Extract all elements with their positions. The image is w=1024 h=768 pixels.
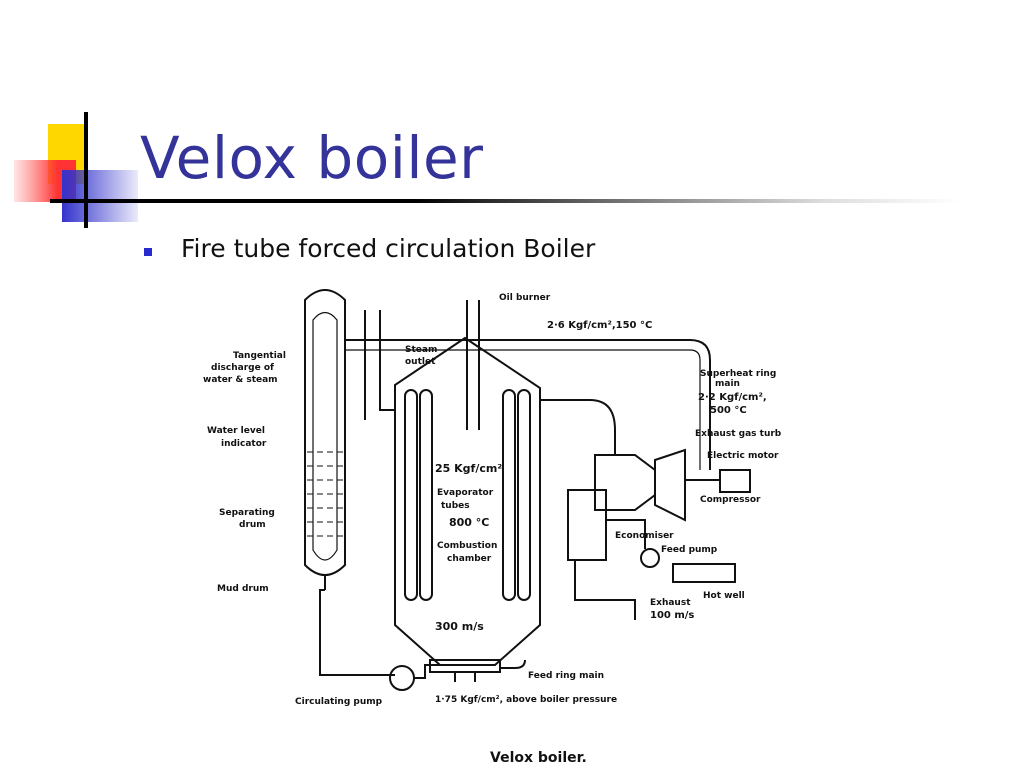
label-steam-outlet-1: Steam (405, 345, 437, 355)
label-superheat-1: Superheat ring (700, 369, 776, 379)
exhaust-turbine (594, 454, 656, 511)
label-oil-burner: Oil burner (499, 293, 551, 303)
label-economiser: Economiser (615, 531, 674, 541)
compressor (654, 448, 686, 522)
label-compressor: Compressor (700, 495, 761, 505)
label-tangential-3: water & steam (203, 375, 278, 385)
bullet-text: Fire tube forced circulation Boiler (181, 234, 596, 263)
label-superheat-temp: 500 °C (710, 405, 747, 416)
label-circulating-pump: Circulating pump (295, 697, 383, 707)
separating-drum (304, 289, 346, 576)
label-pump-pressure: 1·75 Kgf/cm², above boiler pressure (435, 695, 617, 705)
label-water-level-1: Water level (207, 426, 265, 436)
label-water-level-2: indicator (221, 439, 267, 449)
label-feed-ring: Feed ring main (528, 671, 604, 681)
label-tangential-1: Tangential (233, 351, 286, 361)
drum-water-lines (307, 451, 343, 537)
evaporator-tubes (404, 389, 531, 601)
label-exhaust-2: 100 m/s (650, 610, 694, 621)
label-exhaust-turbine: Exhaust gas turb (695, 429, 782, 439)
economiser (567, 489, 607, 561)
hot-well (672, 563, 736, 583)
label-superheat-pressure: 2·2 Kgf/cm², (698, 392, 767, 403)
label-evaporator-2: tubes (441, 501, 470, 511)
label-hot-well: Hot well (703, 591, 745, 601)
label-electric-motor: Electric motor (707, 451, 779, 461)
velox-boiler-diagram: Oil burner 2·6 Kgf/cm²,150 °C Tangential… (203, 289, 782, 766)
circulating-pump-icon (389, 665, 415, 691)
label-temp-800: 800 °C (449, 516, 489, 529)
feed-pump-icon (640, 548, 660, 568)
slide-logo-decoration (14, 112, 138, 228)
title-divider (50, 199, 960, 203)
bullet-square-icon (144, 248, 152, 256)
label-steam-outlet-2: outlet (405, 357, 436, 367)
label-evaporator-1: Evaporator (437, 488, 494, 498)
slide-title: Velox boiler (140, 124, 484, 192)
label-exhaust-1: Exhaust (650, 598, 691, 608)
downcomer-pipe (319, 589, 395, 676)
label-superheat-2: main (715, 379, 740, 389)
label-separating-1: Separating (219, 508, 275, 518)
label-pressure-top: 2·6 Kgf/cm²,150 °C (547, 320, 652, 331)
diagram-caption: Velox boiler. (490, 750, 587, 766)
combustion-chamber (394, 336, 541, 666)
label-combustion-1: Combustion (437, 541, 497, 551)
label-tangential-2: discharge of (211, 363, 274, 373)
label-feed-pump: Feed pump (661, 545, 718, 555)
label-chamber-pressure: 25 Kgf/cm² (435, 462, 502, 475)
label-separating-2: drum (239, 520, 266, 530)
electric-motor (719, 469, 751, 493)
label-combustion-2: chamber (447, 554, 492, 564)
label-mud-drum: Mud drum (217, 584, 269, 594)
label-velocity: 300 m/s (435, 620, 484, 633)
top-steam-pipe (345, 339, 711, 470)
